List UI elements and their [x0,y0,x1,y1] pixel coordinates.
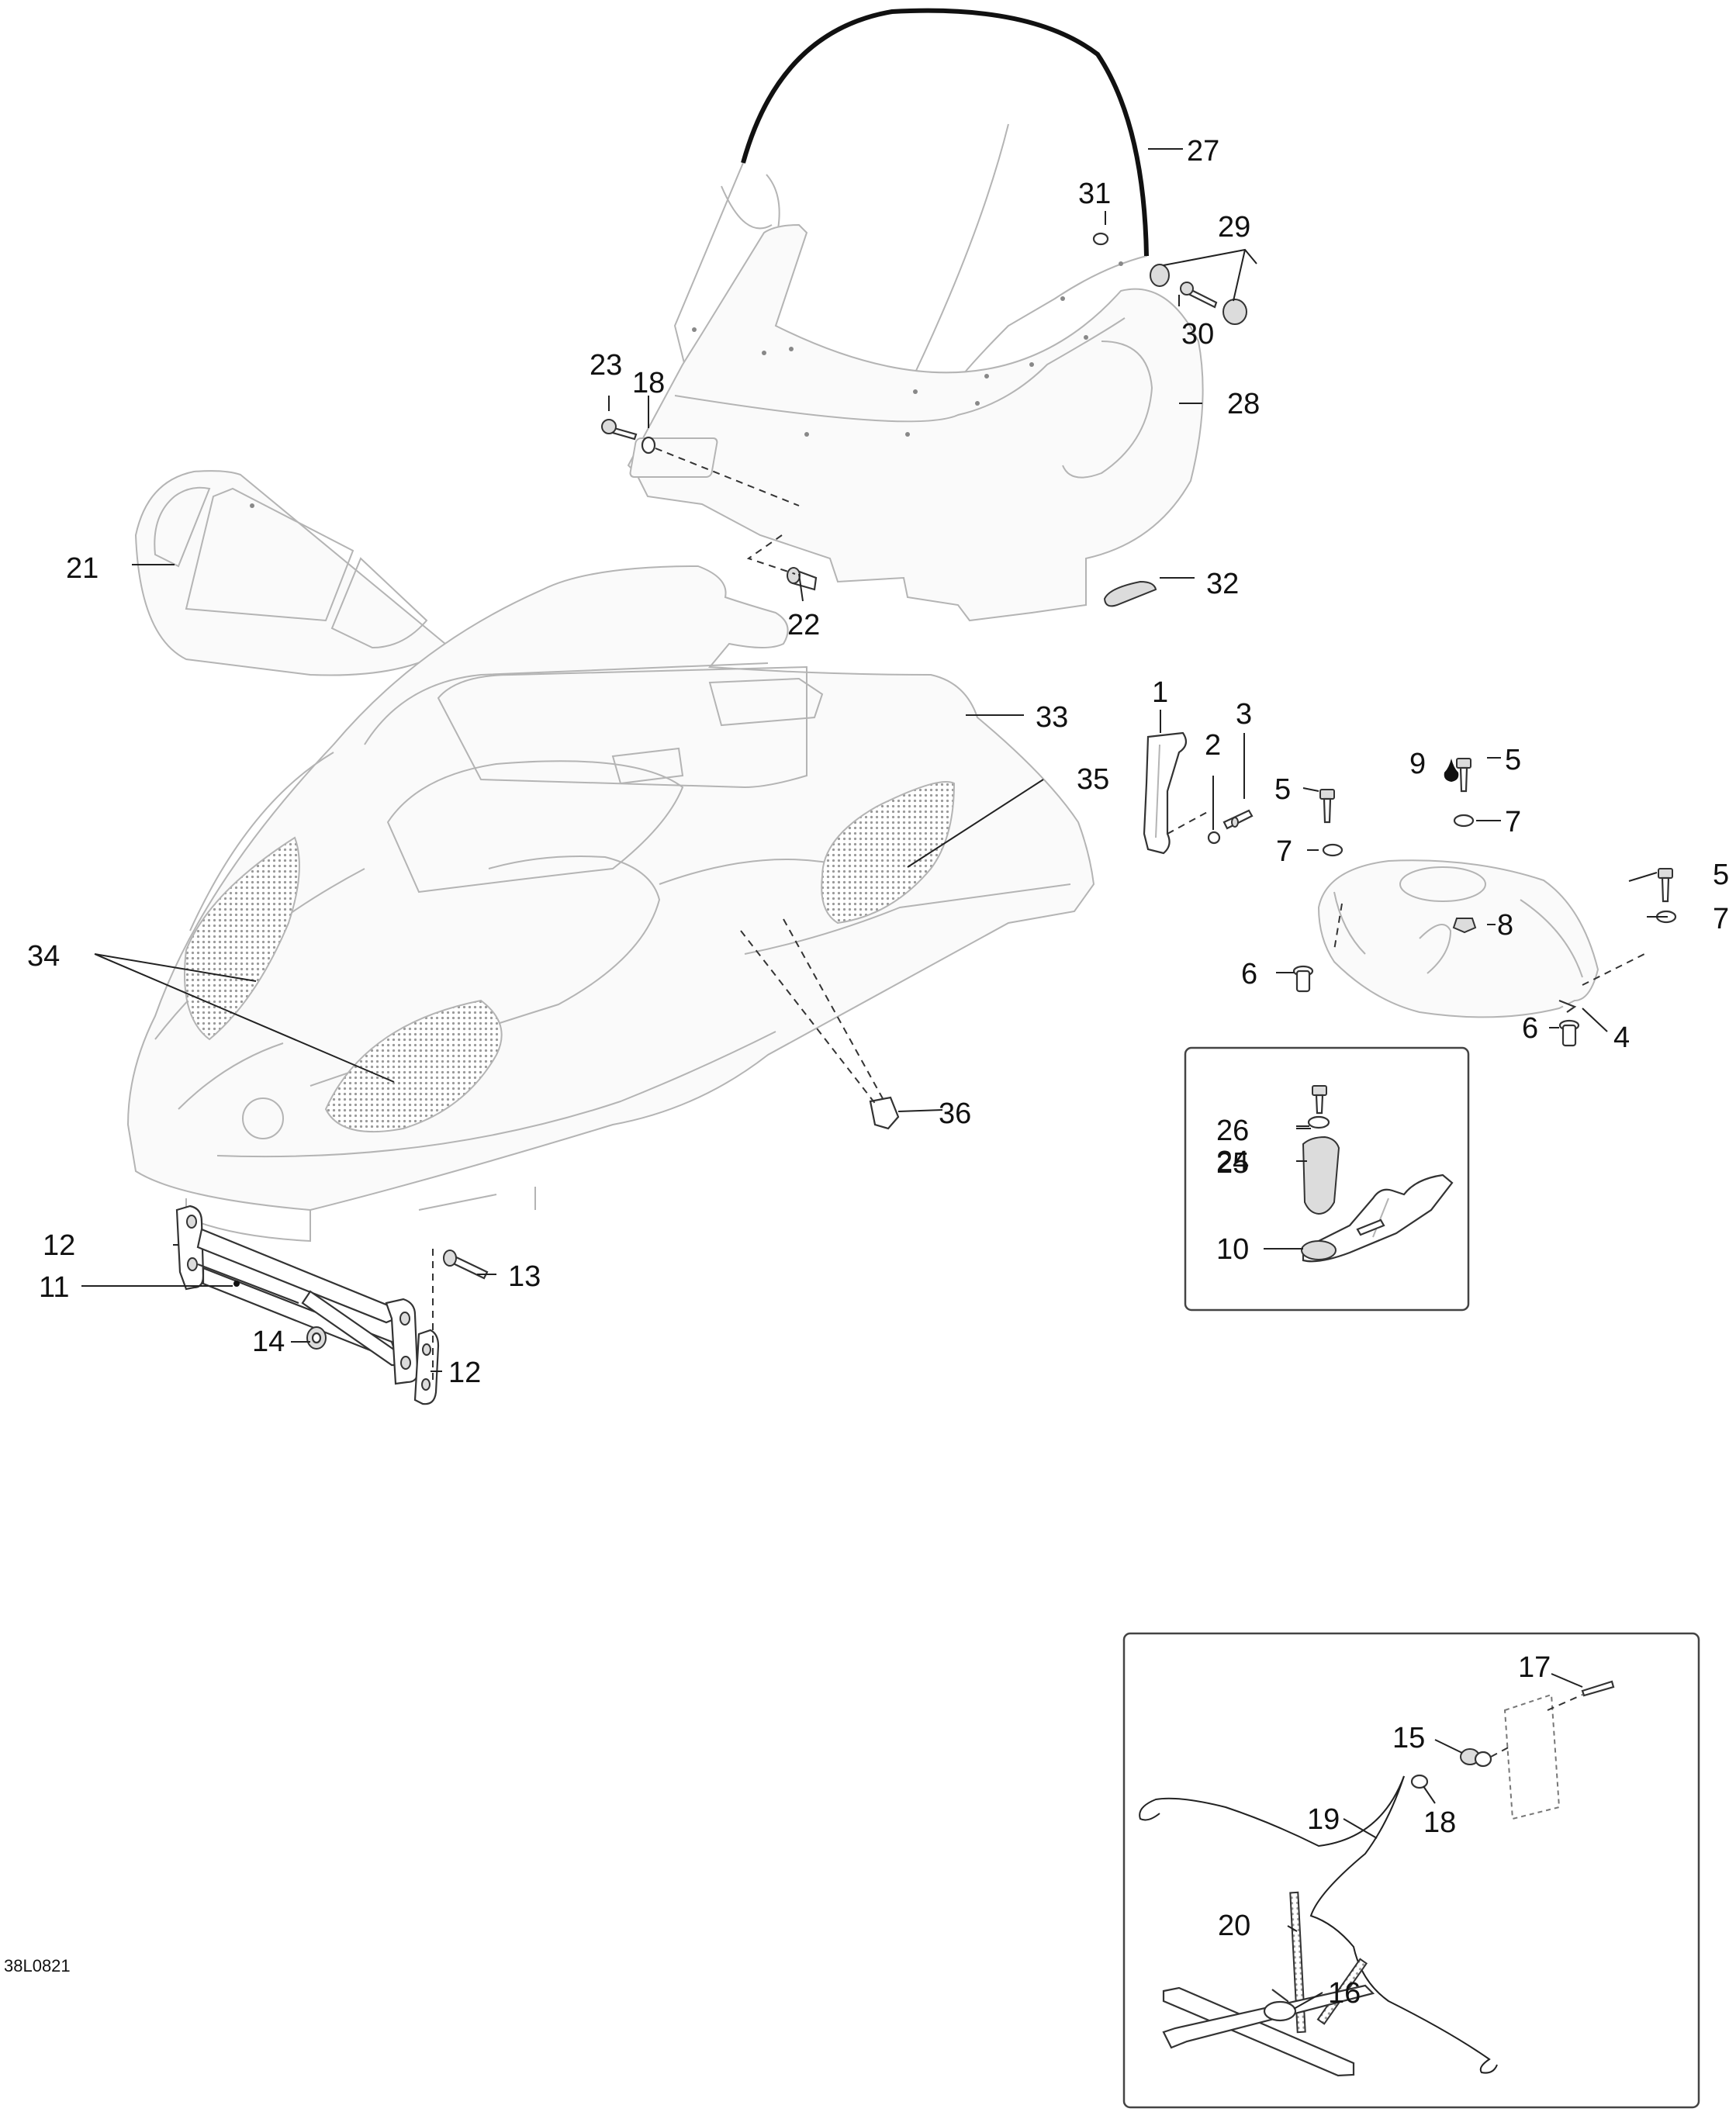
bracket-1 [1143,731,1254,855]
windshield-support [627,223,1204,622]
callout-2: 2 [1205,729,1221,762]
callout-11: 11 [39,1271,69,1304]
callout-26: 26 [1216,1115,1249,1147]
windshield [673,8,1149,413]
callout-18: 18 [632,367,665,399]
callout-7a: 7 [1276,835,1292,868]
callout-27: 27 [1187,135,1219,168]
callout-8: 8 [1497,909,1513,942]
callout-30: 30 [1181,318,1214,351]
callout-29: 29 [1218,211,1250,244]
callout-5a: 5 [1274,773,1291,806]
callout-12a: 12 [43,1229,75,1262]
callout-31: 31 [1078,178,1111,210]
callout-34: 34 [27,940,60,973]
callout-21: 21 [66,552,99,585]
callout-20: 20 [1218,1910,1250,1942]
leader-lines [81,148,1668,2010]
callout-25: 25 [1216,1147,1249,1180]
callout-22: 22 [787,609,820,641]
vent-meshes [184,781,956,1133]
inset-hinge [1184,1046,1470,1312]
callout-23: 23 [590,349,622,382]
callout-36: 36 [939,1097,971,1130]
callout-6b: 6 [1522,1012,1538,1045]
callout-7c: 7 [1713,903,1729,935]
mounting-holes [692,261,1123,437]
callout-15: 15 [1392,1722,1425,1754]
callout-33: 33 [1036,701,1068,734]
callout-10: 10 [1216,1233,1249,1266]
callout-12b: 12 [448,1357,481,1389]
hood [126,565,1095,1243]
callout-labels: 27 31 29 30 28 23 18 32 21 22 33 35 34 3… [4,135,1729,2010]
cover-4 [1317,859,1645,1018]
callout-7b: 7 [1505,806,1521,838]
callout-18b: 18 [1423,1806,1456,1839]
callout-3: 3 [1236,698,1252,731]
cover-hardware [1292,758,1677,1047]
front-bracket [175,1205,489,1405]
callout-32: 32 [1206,568,1239,600]
callout-5c: 5 [1713,859,1729,891]
callout-17: 17 [1518,1651,1551,1684]
callout-5b: 5 [1505,744,1521,776]
callout-13: 13 [508,1260,541,1293]
callout-4: 4 [1613,1021,1630,1054]
callout-19: 19 [1307,1803,1340,1836]
diagram-code: 38L0821 [4,1956,71,1975]
callout-35: 35 [1077,763,1109,796]
callout-14: 14 [252,1326,285,1358]
callout-16: 16 [1328,1977,1361,2010]
inset-cable [1122,1632,1700,2109]
callout-28: 28 [1227,388,1260,420]
callout-1: 1 [1152,676,1168,709]
callout-9: 9 [1409,748,1426,780]
callout-24: 24 [1216,1146,1249,1178]
console-panel [134,470,451,676]
callout-6a: 6 [1241,958,1257,990]
clip-36 [740,918,900,1130]
